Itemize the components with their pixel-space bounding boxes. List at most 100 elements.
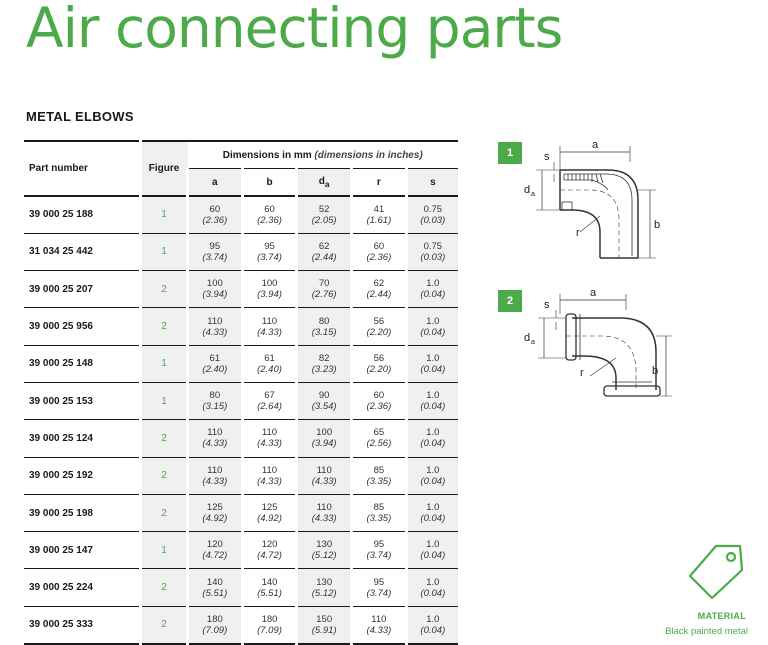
- dim-r-mm: 65: [373, 427, 385, 439]
- dim-a-inches: (3.94): [202, 289, 228, 301]
- header-col-r: r: [350, 168, 407, 197]
- dim-r-inches: (2.20): [366, 363, 392, 375]
- dim-cell-d: 130(5.12): [295, 568, 352, 607]
- fig2-label-b: b: [652, 365, 658, 377]
- dim-cell-a: 180(7.09): [186, 606, 243, 645]
- header-dimensions-inches: (dimensions in inches): [314, 149, 423, 161]
- dim-a-mm: 110: [207, 464, 223, 476]
- dim-b-mm: 61: [264, 352, 275, 364]
- dim-cell-d: 52(2.05): [295, 196, 352, 234]
- dim-s-inches: (0.04): [420, 289, 446, 301]
- dim-cell-s: 1.0(0.04): [404, 568, 458, 607]
- dim-cell-b: 110(4.33): [240, 457, 297, 495]
- dim-b-mm: 125: [261, 502, 278, 514]
- dim-s-inches: (0.03): [420, 214, 446, 226]
- dim-r-mm: 62: [373, 278, 385, 290]
- dim-cell-s: 0.75(0.03): [404, 233, 458, 272]
- part-number-cell: 39 000 25 956: [24, 307, 141, 346]
- dim-a-inches: (3.15): [202, 401, 228, 413]
- figure-cell: 1: [139, 233, 188, 272]
- dim-cell-d: 130(5.12): [295, 531, 352, 570]
- dim-a-mm: 61: [209, 352, 221, 364]
- dim-r-mm: 110: [371, 613, 387, 625]
- dim-cell-r: 85(3.35): [350, 457, 407, 495]
- dim-r-inches: (2.56): [366, 438, 392, 450]
- part-number-cell: 39 000 25 153: [24, 382, 141, 421]
- dim-s-mm: 0.75: [423, 240, 443, 252]
- fig2-label-d-sub: a: [531, 339, 535, 346]
- dim-s-inches: (0.04): [420, 475, 446, 487]
- dim-b-mm: 95: [264, 240, 275, 252]
- dim-a-inches: (4.33): [202, 475, 228, 487]
- dim-cell-d: 110(4.33): [295, 457, 352, 495]
- dim-d-inches: (5.12): [311, 587, 337, 599]
- figure-cell: 2: [139, 419, 188, 458]
- page-title: Air connecting parts: [26, 0, 563, 60]
- dim-b-inches: (4.72): [257, 550, 282, 562]
- dim-d-inches: (4.33): [311, 513, 337, 525]
- dim-b-mm: 120: [261, 539, 278, 551]
- dim-cell-s: 1.0(0.04): [404, 419, 458, 458]
- dim-r-inches: (4.33): [366, 624, 392, 636]
- dim-r-mm: 41: [373, 203, 385, 215]
- dim-s-inches: (0.04): [420, 513, 446, 525]
- dim-r-inches: (3.74): [366, 550, 392, 562]
- dim-s-inches: (0.04): [420, 401, 446, 413]
- dim-d-inches: (2.44): [311, 251, 337, 263]
- dim-cell-b: 67(2.64): [240, 382, 297, 421]
- dim-cell-d: 110(4.33): [295, 494, 352, 533]
- dim-r-mm: 95: [373, 539, 385, 551]
- dim-cell-a: 95(3.74): [186, 233, 243, 272]
- dim-cell-a: 110(4.33): [186, 419, 243, 458]
- dim-d-mm: 70: [318, 278, 330, 290]
- figure-cell: 2: [139, 494, 188, 533]
- dim-cell-s: 1.0(0.04): [404, 457, 458, 495]
- dim-b-mm: 110: [261, 464, 278, 476]
- figure-cell: 2: [139, 568, 188, 607]
- dim-a-mm: 60: [209, 203, 221, 215]
- dim-r-mm: 56: [373, 352, 385, 364]
- figure-cell: 2: [139, 270, 188, 309]
- dim-a-inches: (2.36): [202, 214, 228, 226]
- fig2-label-s: s: [544, 299, 550, 311]
- dim-cell-d: 80(3.15): [295, 307, 352, 346]
- dim-b-inches: (4.33): [257, 438, 282, 450]
- fig2-label-r: r: [580, 367, 584, 379]
- dim-a-inches: (4.33): [202, 438, 228, 450]
- dim-cell-r: 56(2.20): [350, 307, 407, 346]
- dim-cell-s: 1.0(0.04): [404, 531, 458, 570]
- header-col-da: da: [295, 168, 352, 197]
- dim-r-mm: 60: [373, 240, 385, 252]
- figure-cell: 2: [139, 606, 188, 645]
- dim-d-inches: (3.94): [311, 438, 337, 450]
- dim-r-inches: (3.35): [366, 513, 392, 525]
- dim-b-mm: 110: [261, 427, 278, 439]
- dim-cell-d: 90(3.54): [295, 382, 352, 421]
- dim-cell-b: 61(2.40): [240, 345, 297, 383]
- figure-cell: 1: [139, 531, 188, 570]
- dim-cell-r: 41(1.61): [350, 196, 407, 234]
- dim-cell-d: 82(3.23): [295, 345, 352, 383]
- dim-cell-b: 60(2.36): [240, 196, 297, 234]
- dim-s-mm: 1.0: [426, 390, 440, 402]
- tag-icon: [688, 544, 744, 600]
- dim-a-inches: (2.40): [202, 363, 228, 375]
- part-number-cell: 39 000 25 188: [24, 196, 141, 234]
- dim-d-mm: 82: [318, 352, 330, 364]
- dim-cell-b: 100(3.94): [240, 270, 297, 309]
- dim-s-inches: (0.03): [420, 251, 446, 263]
- dim-b-mm: 60: [264, 203, 275, 215]
- figure-1-badge: 1: [498, 142, 522, 164]
- dim-cell-b: 95(3.74): [240, 233, 297, 272]
- dim-cell-b: 110(4.33): [240, 307, 297, 346]
- figure-cell: 2: [139, 307, 188, 346]
- dim-r-inches: (2.36): [366, 251, 392, 263]
- dim-a-mm: 100: [206, 278, 223, 290]
- dim-cell-a: 80(3.15): [186, 382, 243, 421]
- dim-b-mm: 100: [261, 278, 278, 290]
